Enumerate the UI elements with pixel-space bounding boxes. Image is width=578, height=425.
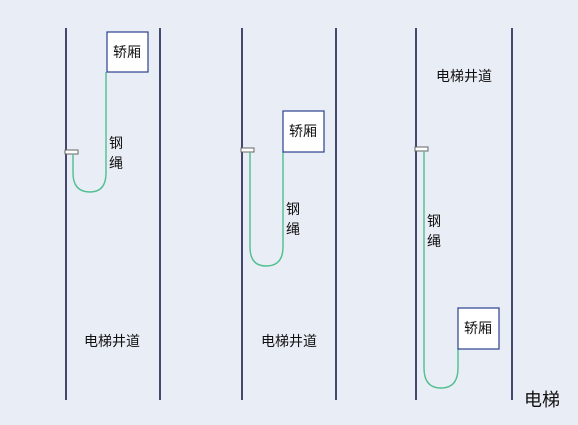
panel-3-rope [423,151,459,389]
panel-1-rope [72,72,107,193]
panel-2-rope-bracket [240,147,255,153]
panel-2: 轿厢 钢 绳 电梯井道 [240,28,337,400]
panel-3-rope-label-2: 绳 [427,234,441,250]
panel-3-rope-bracket [414,146,429,152]
panel-2-car-label: 轿厢 [289,124,317,140]
panel-2-rope-label-1: 钢 [286,202,300,218]
panel-2-car [282,110,325,153]
panel-1-car-label: 轿厢 [113,45,141,61]
panel-3-car [457,307,500,350]
panel-1-shaft-label: 电梯井道 [84,334,140,350]
panel-1-rope-bracket [64,149,79,155]
panel-1-rope-label-2: 绳 [109,156,123,172]
panel-2-rope-label-2: 绳 [286,222,300,238]
panel-2-shaft-label: 电梯井道 [261,334,317,350]
panel-3: 轿厢 钢 绳 电梯井道 [414,28,513,400]
panel-3-rope-label-1: 钢 [427,214,441,230]
panel-1-car [106,31,149,73]
panel-3-car-label: 轿厢 [464,321,492,337]
panel-1-rope-label-1: 钢 [109,136,123,152]
panel-3-shaft-label: 电梯井道 [436,69,492,85]
panel-2-rope [249,152,284,267]
panel-1: 轿厢 钢 绳 电梯井道 [64,28,161,400]
watermark-text: 电梯 [524,390,560,411]
